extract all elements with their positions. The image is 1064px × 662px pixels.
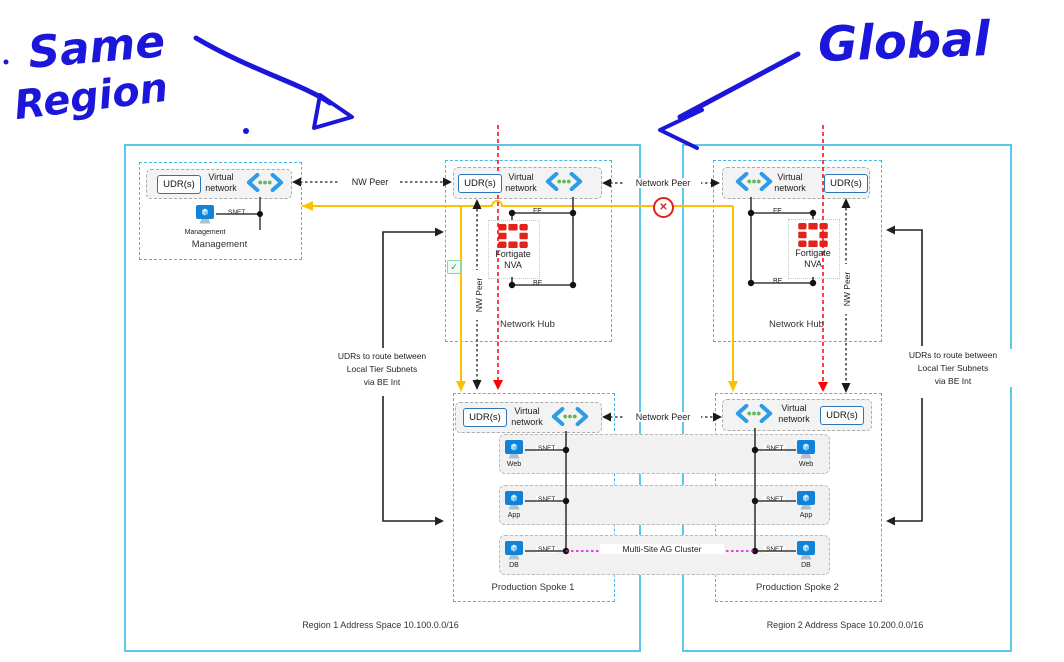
- region-1-address-label: Region 1 Address Space 10.100.0.0/16: [302, 620, 459, 630]
- spoke1-vnet-label: Virtual network: [511, 406, 543, 427]
- spoke2-vnet-label: Virtual network: [778, 403, 810, 424]
- annotation-global: Global: [817, 11, 991, 73]
- management-snet-label: SNET: [226, 209, 248, 216]
- virtual-network-icon: [246, 173, 284, 192]
- app-tier-row: [499, 485, 830, 525]
- management-title: Management: [191, 239, 248, 250]
- app-snet-label: SNET: [536, 496, 558, 503]
- spoke2-title: Production Spoke 2: [756, 582, 839, 593]
- web-snet-label: SNET: [536, 445, 558, 452]
- hub2-fe-label: FE: [771, 208, 784, 215]
- hub1-vnet-label: Virtual network: [505, 172, 537, 193]
- fortigate-icon: [498, 224, 528, 248]
- db-snet-label: SNET: [536, 546, 558, 553]
- db-snet-label: SNET: [764, 546, 786, 553]
- udr-route-note-right: UDRs to route between Local Tier Subnets…: [893, 349, 1013, 388]
- hub1-nw-peer-vertical-label: NW Peer: [474, 270, 484, 320]
- app-snet-label: SNET: [764, 496, 786, 503]
- management-vm-icon: [196, 205, 214, 224]
- region-1-box: [124, 144, 641, 652]
- hub1-title: Network Hub: [500, 319, 555, 330]
- spoke1-title: Production Spoke 1: [491, 582, 575, 593]
- hub2-vnet-label: Virtual network: [774, 172, 806, 193]
- db-tier-label: DB: [801, 562, 811, 569]
- ink-arrows: [193, 35, 801, 150]
- web-vm-icon: [505, 440, 523, 459]
- region-2-box: [682, 144, 1012, 652]
- db-vm-icon: [505, 541, 523, 560]
- udr-route-note-left: UDRs to route between Local Tier Subnets…: [320, 350, 444, 389]
- hub1-be-label: BE: [531, 280, 545, 287]
- network-peer-hubs-label: Network Peer: [625, 178, 701, 188]
- web-tier-row: [499, 434, 830, 474]
- db-tier-label: DB: [509, 562, 519, 569]
- web-vm-icon: [797, 440, 815, 459]
- hub1-udr-button: UDR(s): [458, 174, 502, 193]
- hub2-nva-label: Fortigate NVA: [795, 248, 831, 270]
- app-tier-label: App: [799, 512, 813, 519]
- network-peer-spokes-label: Network Peer: [625, 412, 701, 422]
- management-vnet-label: Virtual network: [205, 172, 237, 193]
- db-vm-icon: [797, 541, 815, 560]
- multi-site-ag-cluster-label: Multi-Site AG Cluster: [600, 544, 724, 554]
- allowed-check-icon: ✓: [447, 260, 461, 274]
- spoke2-udr-button: UDR(s): [820, 406, 864, 425]
- virtual-network-icon: [545, 172, 583, 191]
- hub2-nw-peer-vertical-label: NW Peer: [842, 264, 852, 314]
- web-snet-label: SNET: [764, 445, 786, 452]
- management-udr-button: UDR(s): [157, 175, 201, 194]
- web-tier-label: Web: [798, 461, 814, 468]
- region-2-address-label: Region 2 Address Space 10.200.0.0/16: [766, 620, 924, 630]
- app-tier-label: App: [507, 512, 521, 519]
- hub1-nva-label: Fortigate NVA: [495, 249, 531, 271]
- blocked-icon: ✕: [653, 197, 674, 218]
- app-vm-icon: [505, 491, 523, 510]
- fortigate-icon: [798, 223, 828, 247]
- hub1-fe-label: FE: [531, 208, 544, 215]
- hub2-be-label: BE: [771, 278, 785, 285]
- app-vm-icon: [797, 491, 815, 510]
- hub2-udr-button: UDR(s): [824, 174, 868, 193]
- hub2-title: Network Hub: [769, 319, 824, 330]
- virtual-network-icon: [551, 407, 589, 426]
- nw-peer-label: NW Peer: [340, 177, 400, 187]
- db-tier-row: [499, 535, 830, 575]
- virtual-network-icon: [735, 172, 773, 191]
- spoke1-udr-button: UDR(s): [463, 408, 507, 427]
- web-tier-label: Web: [506, 461, 522, 468]
- management-vm-label: Management: [184, 229, 226, 236]
- virtual-network-icon: [735, 404, 773, 423]
